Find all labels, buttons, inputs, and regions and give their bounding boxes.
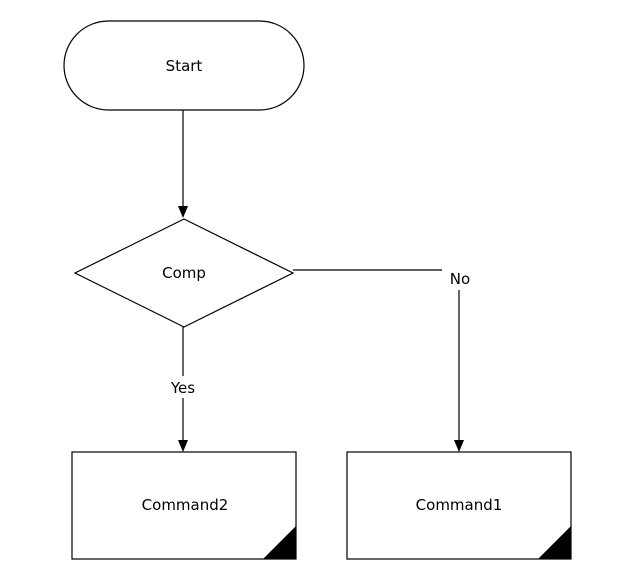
arrowhead-down-icon	[178, 440, 188, 452]
command1-label: Command1	[416, 496, 503, 514]
comp-decision-shape	[73, 218, 295, 328]
comp-node[interactable]: Comp	[73, 218, 295, 328]
edge-start-to-comp	[178, 110, 188, 218]
command2-process-shape	[71, 451, 297, 560]
command2-label: Command2	[142, 496, 229, 514]
arrowhead-down-icon	[454, 440, 464, 452]
command2-node[interactable]: Command2	[71, 451, 297, 560]
edge-comp-no: No	[293, 268, 476, 452]
command1-corner-marker-icon	[538, 526, 571, 559]
edge-comp-no-line	[293, 269, 460, 444]
edge-comp-yes: Yes	[162, 327, 204, 452]
comp-label: Comp	[162, 264, 206, 282]
edge-no-label: No	[450, 270, 470, 288]
edge-yes-label: Yes	[170, 379, 195, 397]
start-node[interactable]: Start	[63, 20, 305, 111]
start-label: Start	[166, 57, 203, 75]
start-terminator-shape	[63, 20, 305, 111]
arrowhead-down-icon	[178, 206, 188, 218]
command1-node[interactable]: Command1	[346, 451, 572, 560]
edge-no-label-bg	[442, 268, 476, 290]
command1-process-shape	[346, 451, 572, 560]
edge-yes-label-bg	[162, 376, 204, 398]
command2-corner-marker-icon	[263, 526, 296, 559]
